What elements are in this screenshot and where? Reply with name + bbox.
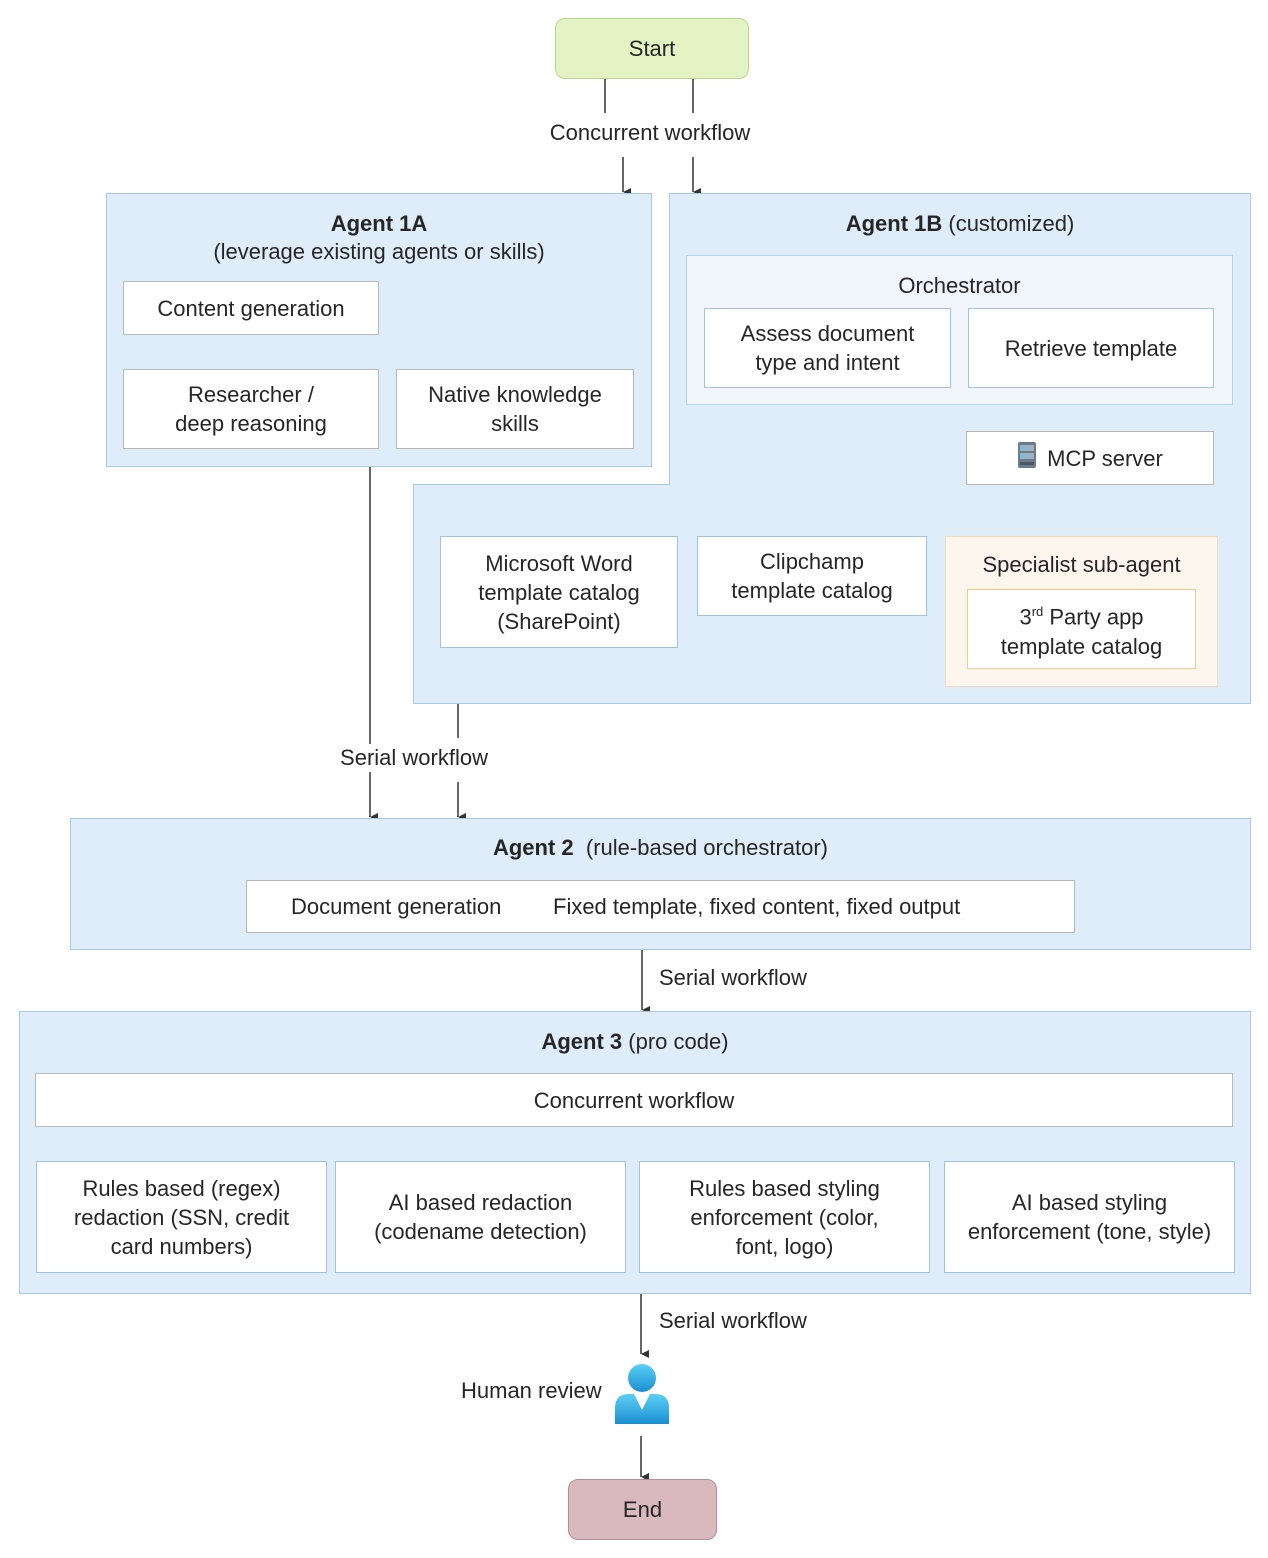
concurrent-workflow-label: Concurrent workflow [549,120,751,145]
content-generation-box: Content generation [123,281,379,335]
end-node: End [568,1479,717,1540]
ai-based-redaction-box: AI based redaction (codename detection) [335,1161,626,1273]
agent-3-concurrent-workflow-box: Concurrent workflow [35,1073,1233,1127]
document-generation-box: Document generation Fixed template, fixe… [246,880,1075,933]
agent-1a-title: Agent 1A [330,211,428,236]
agent-1b-region-seam [413,484,670,485]
specialist-sub-agent-label: Specialist sub-agent [982,552,1181,577]
rules-based-styling-box: Rules based styling enforcement (color, … [639,1161,930,1273]
end-label: End [622,1497,663,1522]
native-knowledge-box: Native knowledge skills [396,369,634,449]
agent-1b-region-fill [670,480,1250,488]
serial-workflow-label-2: Serial workflow [659,965,807,990]
retrieve-template-box: Retrieve template [968,308,1214,388]
researcher-box: Researcher / deep reasoning [123,369,379,449]
agent-1b-title: Agent 1B (customized) [845,211,1075,236]
agent-2-title: Agent 2 (rule-based orchestrator) [492,835,829,860]
word-template-catalog-box: Microsoft Word template catalog (SharePo… [440,536,678,648]
agent-3-title: Agent 3 (pro code) [541,1029,729,1054]
start-label: Start [628,36,676,61]
document-generation-label: Document generation [291,894,502,919]
ai-based-styling-box: AI based styling enforcement (tone, styl… [944,1161,1235,1273]
human-review-label: Human review [461,1378,602,1403]
start-node: Start [555,18,749,79]
serial-workflow-label-1: Serial workflow [314,744,514,772]
server-icon [1017,441,1037,476]
serial-workflow-label-3: Serial workflow [659,1308,807,1333]
rules-based-redaction-box: Rules based (regex) redaction (SSN, cred… [36,1161,327,1273]
person-icon [613,1362,671,1424]
clipchamp-template-catalog-box: Clipchamp template catalog [697,536,927,616]
agent-1a-subtitle: (leverage existing agents or skills) [213,239,545,264]
fixed-output-label: Fixed template, fixed content, fixed out… [553,894,961,919]
orchestrator-label: Orchestrator [898,273,1021,298]
mcp-server-box: MCP server [966,431,1214,485]
mcp-server-label: MCP server [1047,445,1163,471]
third-party-template-catalog-box: 3rd Party app template catalog [967,589,1196,669]
assess-document-box: Assess document type and intent [704,308,951,388]
